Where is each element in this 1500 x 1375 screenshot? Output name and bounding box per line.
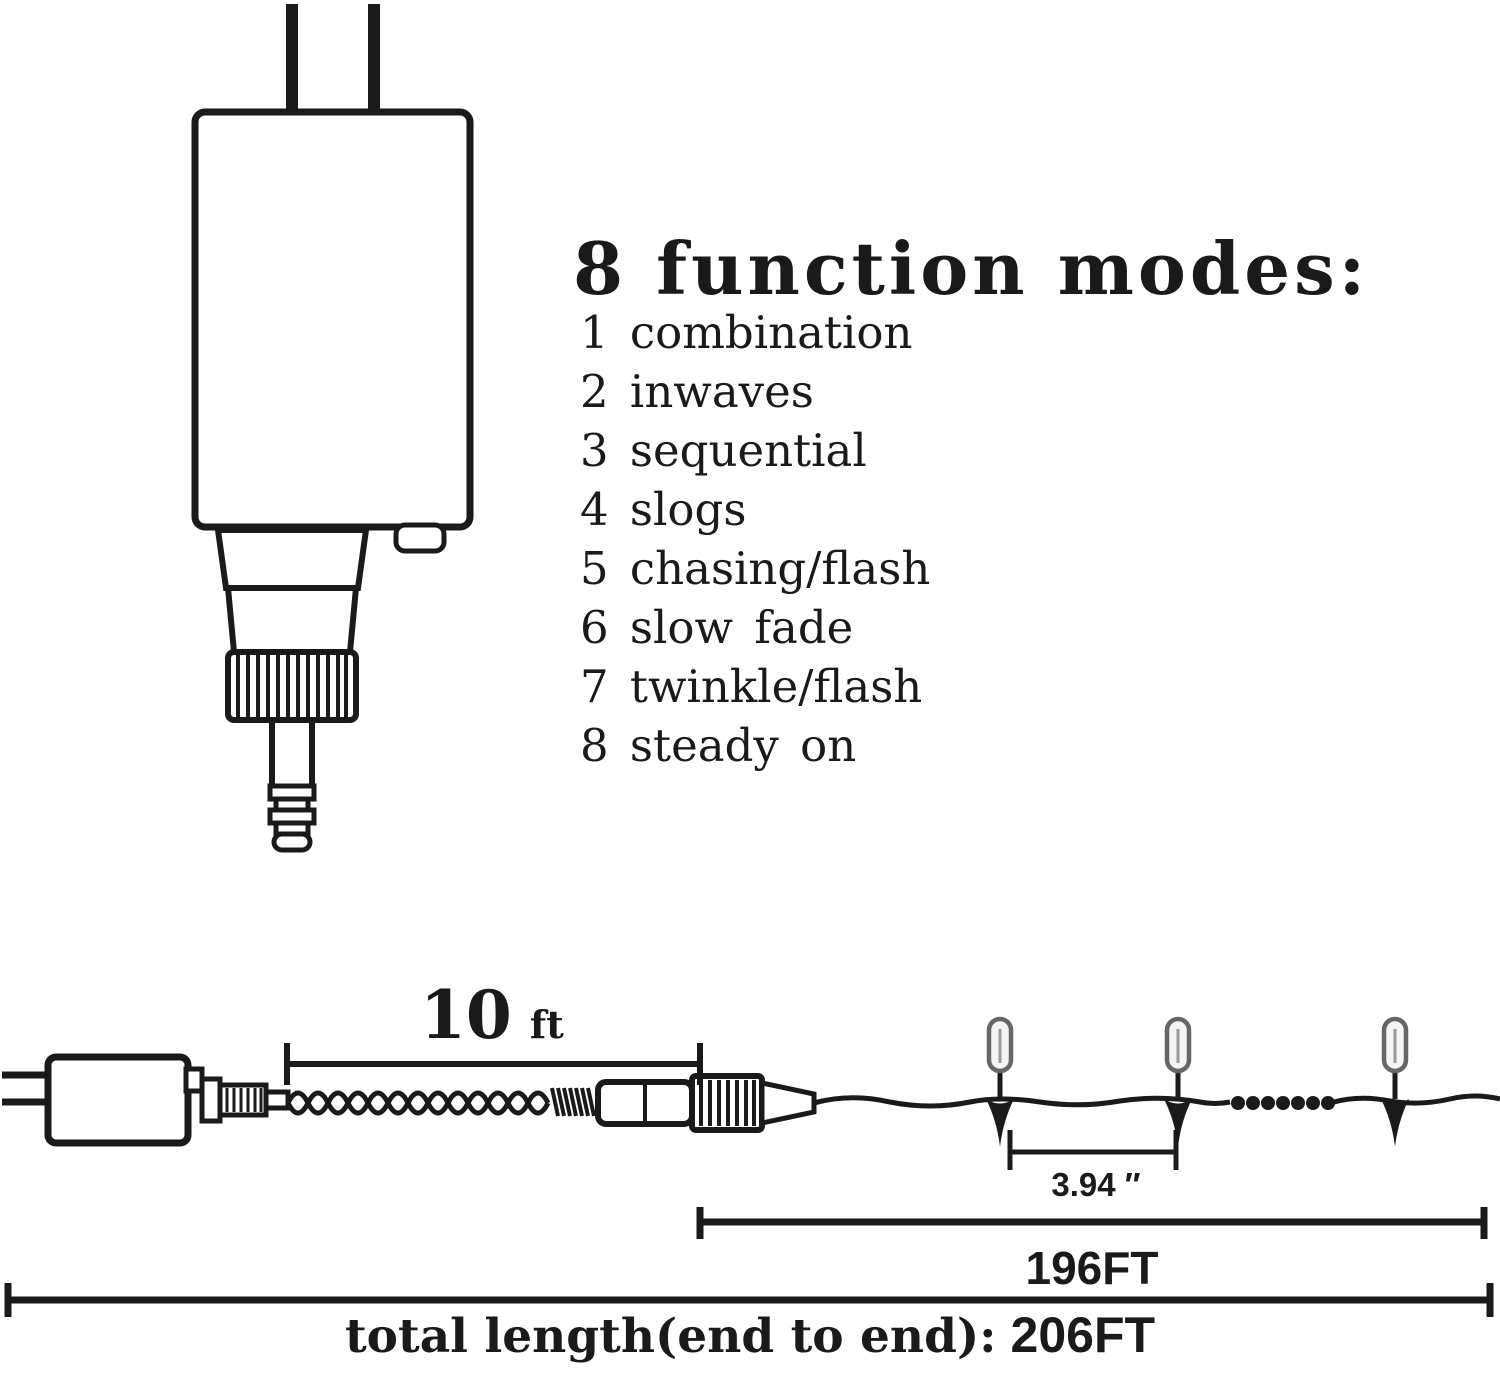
- function-mode-item: 3 sequential: [580, 424, 867, 477]
- coupling-connector: [550, 1073, 817, 1133]
- string-length-bracket: [696, 1207, 1488, 1239]
- light-string-wire: [813, 1093, 1500, 1109]
- plug-drawing: [2, 1053, 291, 1147]
- total-length-bracket: [4, 1283, 1494, 1317]
- string-light-diagram: [2, 1016, 1500, 1317]
- lead-length-label: 10 ft: [420, 976, 564, 1054]
- adapter-prongs: [286, 4, 380, 116]
- total-length-label: total length(end to end):206FT: [0, 1306, 1500, 1364]
- lead-length-unit: ft: [529, 1002, 564, 1047]
- adapter-body: [191, 108, 474, 554]
- function-mode-item: 2 inwaves: [580, 365, 814, 418]
- power-adapter-drawing: [191, 4, 474, 853]
- function-mode-item: 4 slogs: [580, 483, 747, 536]
- bulb-assembly: [1164, 1016, 1192, 1147]
- string-length-label: 196FT: [1025, 1242, 1159, 1294]
- function-mode-item: 7 twinkle/flash: [580, 660, 923, 713]
- coupling-spring: [550, 1087, 596, 1117]
- function-modes-list: 1 combination 2 inwaves 3 sequential 4 s…: [580, 303, 930, 775]
- total-length-value: 206FT: [1010, 1307, 1156, 1363]
- function-mode-item: 5 chasing/flash: [580, 542, 931, 595]
- bulb-assembly: [1381, 1016, 1409, 1147]
- adapter-plug-tip: [267, 717, 317, 853]
- bulb-spacing-label: 3.94 ″: [1051, 1166, 1141, 1203]
- lead-length-bracket: [284, 1043, 703, 1085]
- function-mode-item: 1 combination: [580, 306, 913, 359]
- twisted-lead-wire: [285, 1090, 551, 1116]
- bulb-spacing-bracket: [1007, 1130, 1179, 1170]
- function-mode-item: 8 steady on: [580, 719, 857, 772]
- ellipsis-dots: [1231, 1096, 1335, 1110]
- plug-knurl-ribs: [225, 1088, 263, 1112]
- total-length-text: total length(end to end):: [344, 1309, 997, 1364]
- adapter-knurl-ribs: [236, 655, 348, 717]
- coupling-nut-ribs: [699, 1080, 756, 1126]
- adapter-connector-neck: [214, 527, 370, 723]
- function-modes-title: 8 function modes:: [573, 226, 1370, 311]
- function-mode-item: 6 slow fade: [580, 601, 854, 654]
- bulb-assembly: [986, 1016, 1014, 1147]
- lead-length-value: 10: [420, 976, 512, 1054]
